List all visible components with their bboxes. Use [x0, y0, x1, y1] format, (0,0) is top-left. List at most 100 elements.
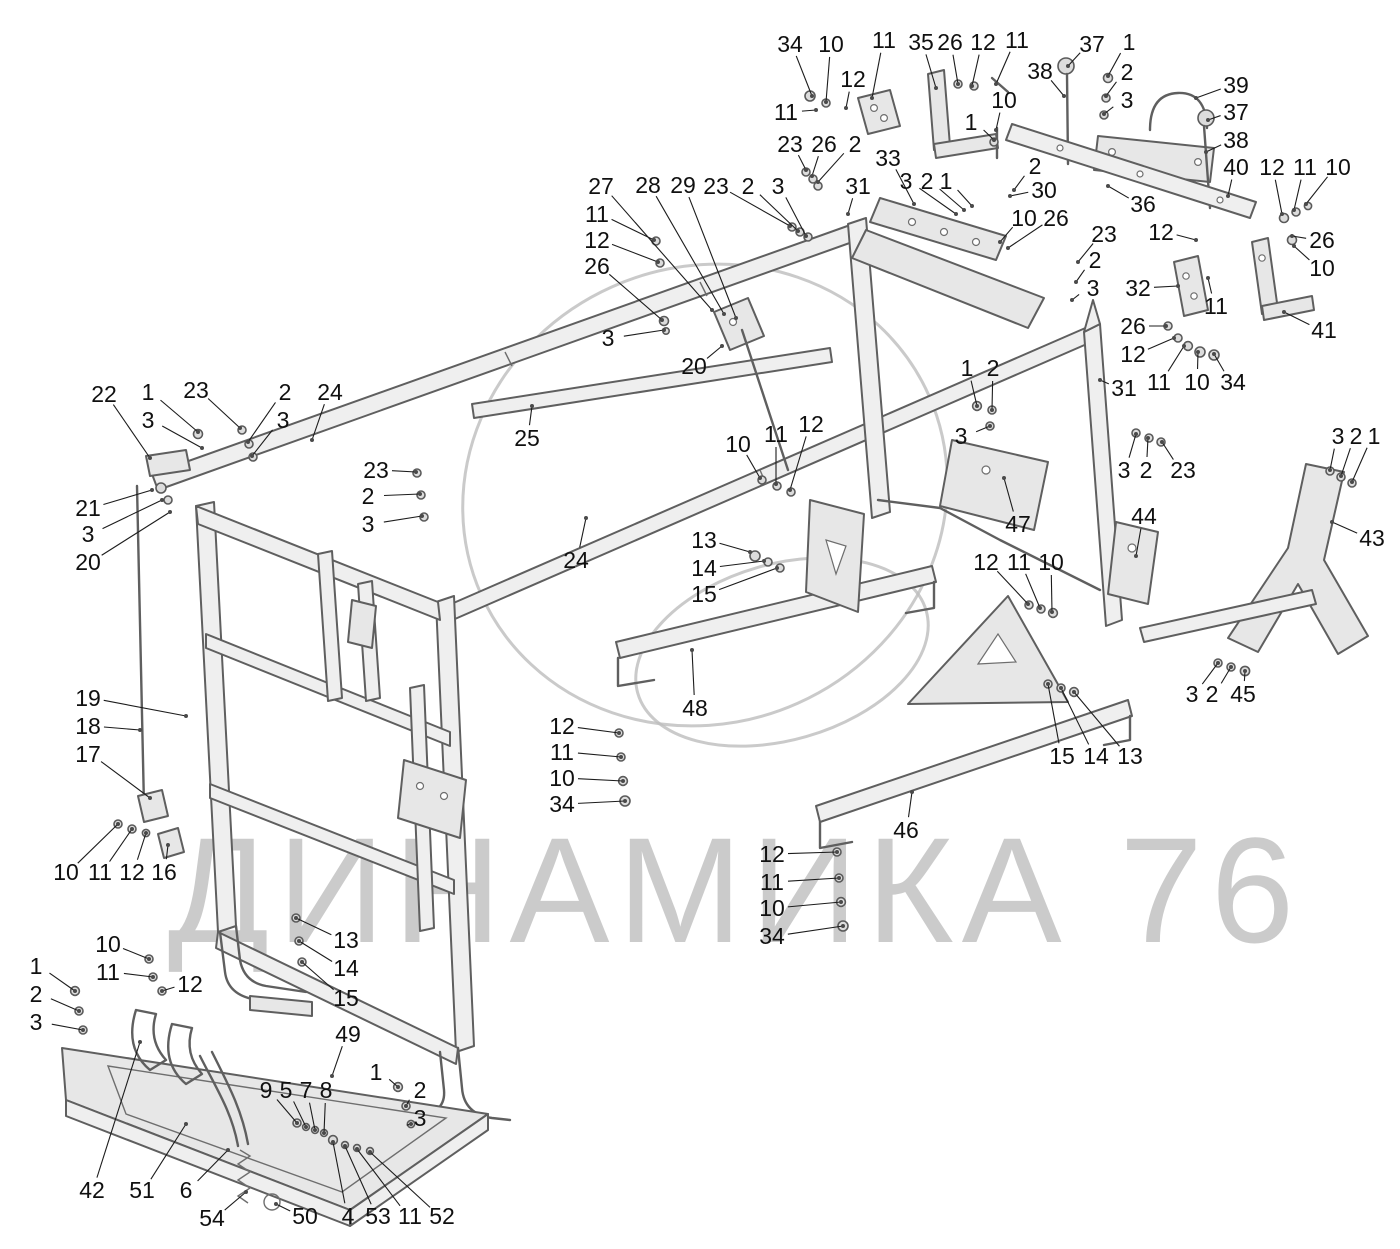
- callout-label-11: 11: [1204, 293, 1228, 319]
- leader-line: [1135, 528, 1142, 557]
- leader-line: [975, 425, 991, 433]
- leader-line: [1195, 88, 1221, 99]
- leader-endpoint: [166, 843, 170, 847]
- leader-line: [1293, 245, 1310, 261]
- callout-label-3: 3: [1332, 423, 1345, 449]
- leader-endpoint: [762, 559, 766, 563]
- callout-label-3: 3: [414, 1105, 427, 1131]
- callout-label-23: 23: [1170, 457, 1196, 483]
- leader-endpoint: [962, 208, 966, 212]
- leader-endpoint: [775, 566, 779, 570]
- leader-endpoint: [130, 827, 134, 831]
- leader-line: [1013, 175, 1025, 191]
- leader-line: [999, 226, 1014, 243]
- leader-endpoint: [796, 229, 800, 233]
- leader-endpoint: [1134, 432, 1138, 436]
- leader-line: [729, 191, 791, 227]
- callout-label-2: 2: [1121, 59, 1134, 85]
- leader-line: [579, 517, 587, 548]
- callout-label-16: 16: [151, 859, 177, 885]
- leader-endpoint: [824, 100, 828, 104]
- leader-endpoint: [418, 492, 422, 496]
- callout-label-48: 48: [682, 695, 708, 721]
- leader-endpoint: [839, 900, 843, 904]
- callout-label-20: 20: [75, 549, 101, 575]
- callout-label-2: 2: [1140, 457, 1153, 483]
- callout-label-2: 2: [742, 173, 755, 199]
- callout-label-3: 3: [1121, 87, 1134, 113]
- leader-line: [1329, 448, 1335, 471]
- leader-endpoint: [77, 1009, 81, 1013]
- leader-line: [1227, 179, 1233, 197]
- leader-line: [706, 345, 723, 359]
- callout-label-11: 11: [1293, 154, 1317, 180]
- leader-endpoint: [617, 731, 621, 735]
- leader-line: [1147, 337, 1175, 350]
- leader-line: [907, 791, 913, 818]
- callout-label-26: 26: [1120, 313, 1146, 339]
- leader-line: [323, 1102, 326, 1134]
- leader-line: [1153, 285, 1179, 288]
- leader-line: [1176, 234, 1197, 241]
- callout-label-37: 37: [1223, 99, 1249, 125]
- leader-endpoint: [1062, 94, 1066, 98]
- callout-label-13: 13: [691, 527, 717, 553]
- leader-endpoint: [226, 1148, 230, 1152]
- callout-label-38: 38: [1223, 127, 1249, 153]
- leader-line: [1007, 224, 1043, 249]
- callout-label-35: 35: [908, 29, 934, 55]
- leader-line: [1340, 447, 1351, 477]
- callout-label-3: 3: [1118, 457, 1131, 483]
- callout-label-11: 11: [585, 201, 609, 227]
- leader-line: [109, 828, 133, 862]
- callout-label-14: 14: [1083, 743, 1109, 769]
- callout-label-31: 31: [845, 173, 871, 199]
- callout-label-2: 2: [30, 981, 43, 1007]
- callout-label-1: 1: [142, 379, 155, 405]
- leader-endpoint: [652, 238, 656, 242]
- leader-line: [1003, 477, 1014, 512]
- leader-endpoint: [168, 510, 172, 514]
- leader-line: [1128, 433, 1137, 458]
- leader-endpoint: [73, 989, 77, 993]
- leader-endpoint: [1046, 682, 1050, 686]
- callout-label-40: 40: [1223, 154, 1249, 180]
- callout-label-23: 23: [777, 131, 803, 157]
- callout-label-2: 2: [987, 355, 1000, 381]
- leader-endpoint: [1106, 184, 1110, 188]
- leader-line: [759, 194, 799, 232]
- callout-label-11: 11: [760, 869, 784, 895]
- callout-label-11: 11: [96, 959, 120, 985]
- leader-line: [1107, 52, 1122, 77]
- leader-line: [1331, 521, 1358, 534]
- watermark-text: ДИНАМИКА 76: [168, 806, 1302, 974]
- leader-endpoint: [148, 796, 152, 800]
- leader-line: [251, 429, 273, 457]
- leader-endpoint: [396, 1085, 400, 1089]
- leader-endpoint: [994, 128, 998, 132]
- leader-endpoint: [1330, 520, 1334, 524]
- callout-label-1: 1: [940, 168, 953, 194]
- leader-endpoint: [804, 168, 808, 172]
- leader-endpoint: [748, 550, 752, 554]
- leader-line: [356, 1148, 401, 1207]
- leader-endpoint: [934, 86, 938, 90]
- leader-endpoint: [774, 482, 778, 486]
- callout-label-2: 2: [849, 131, 862, 157]
- leader-line: [895, 169, 915, 205]
- leader-endpoint: [1146, 436, 1150, 440]
- callout-label-10: 10: [759, 895, 785, 921]
- leader-line: [332, 1141, 346, 1204]
- leader-line: [295, 917, 332, 936]
- callout-label-23: 23: [1091, 221, 1117, 247]
- leader-endpoint: [1050, 610, 1054, 614]
- leader-line: [655, 195, 725, 315]
- leader-endpoint: [1176, 284, 1180, 288]
- leader-line: [136, 832, 147, 860]
- callout-label-10: 10: [95, 931, 121, 957]
- leader-endpoint: [1216, 661, 1220, 665]
- callout-label-3: 3: [142, 407, 155, 433]
- side-rod: [135, 449, 191, 859]
- leader-endpoint: [816, 180, 820, 184]
